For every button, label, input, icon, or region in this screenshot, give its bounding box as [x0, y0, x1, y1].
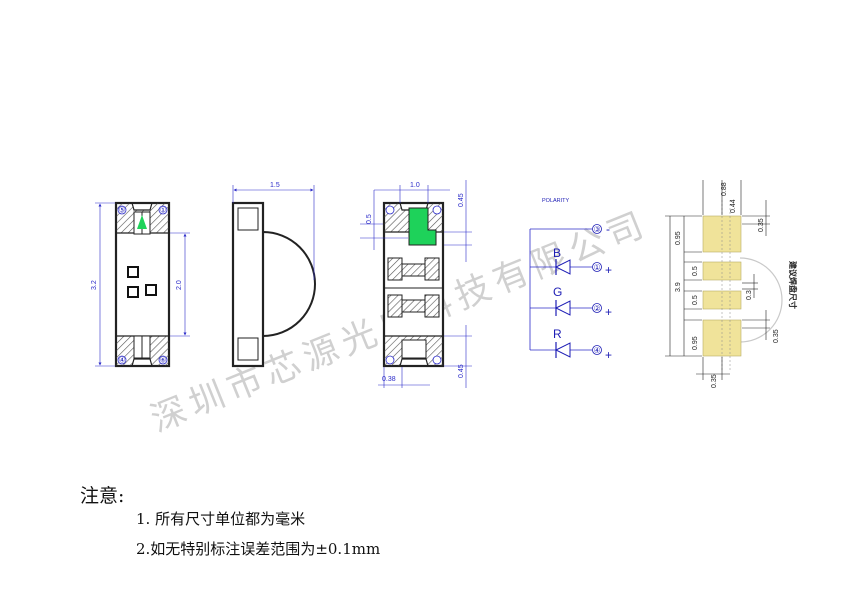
dim-label: 0.45 — [458, 364, 465, 378]
pad-title: 建议焊盘尺寸 — [788, 260, 798, 309]
dim-label: 0.35 — [758, 218, 765, 232]
polarity-mark — [137, 215, 147, 229]
dim-label: 0.5 — [366, 214, 373, 224]
pin-label: ② — [594, 304, 601, 313]
dim-label: 3.9 — [675, 282, 682, 292]
notes-heading: 注意: — [80, 485, 125, 507]
dim-label: 0.35 — [773, 329, 780, 343]
dim-label: 0.88 — [721, 182, 728, 196]
note-item: 1. 所有尺寸单位都为毫米 — [136, 510, 306, 528]
dim-label: 3.2 — [91, 280, 98, 290]
common-sign: - — [606, 222, 610, 236]
dim-label: 0.45 — [458, 193, 465, 207]
dim-label: 1.5 — [270, 182, 280, 189]
pin-label: ④ — [119, 356, 126, 365]
dim-label: 0.44 — [730, 199, 737, 213]
side-view: 1.5 — [231, 182, 316, 368]
channel-sign: + — [605, 348, 612, 362]
bottom-view: 1.0 0.45 0.5 0.38 0.45 — [360, 180, 472, 388]
dim-label: 0.38 — [382, 376, 396, 383]
dim-label: 0.95 — [675, 231, 682, 245]
channel-sign: + — [605, 263, 612, 277]
polarity-label: POLARITY — [542, 198, 570, 204]
dim-label: 2.0 — [176, 280, 183, 290]
pad-layout: 0.88 0.44 0.35 0.95 0.5 0.5 0.95 3.9 0.3… — [665, 180, 798, 388]
pin-label: ① — [594, 263, 601, 272]
dim-label: 0.3 — [746, 290, 753, 300]
pin-label: ④ — [594, 346, 601, 355]
dim-label: 0.35 — [711, 374, 718, 388]
anode-pad — [408, 207, 437, 246]
channel-letter: B — [553, 246, 561, 260]
note-item: 2.如无特别标注误差范围为±0.1mm — [136, 540, 381, 558]
dim-label: 0.5 — [692, 266, 699, 276]
channel-letter: R — [553, 327, 562, 341]
dim-label: 1.0 — [410, 182, 420, 189]
dim-label: 0.95 — [692, 336, 699, 350]
front-view: ⑤ ① ④ ⑥ 3.2 2.0 — [91, 201, 190, 368]
pin-label: ① — [160, 206, 167, 215]
channel-sign: + — [605, 305, 612, 319]
dim-label: 0.5 — [692, 295, 699, 305]
circuit-schematic: POLARITY ③ - B ① + G ② + R ④ + — [529, 198, 612, 362]
channel-letter: G — [553, 285, 562, 299]
pin-label: ⑥ — [160, 356, 167, 365]
pin-label: ③ — [594, 225, 601, 234]
pin-label: ⑤ — [119, 206, 126, 215]
